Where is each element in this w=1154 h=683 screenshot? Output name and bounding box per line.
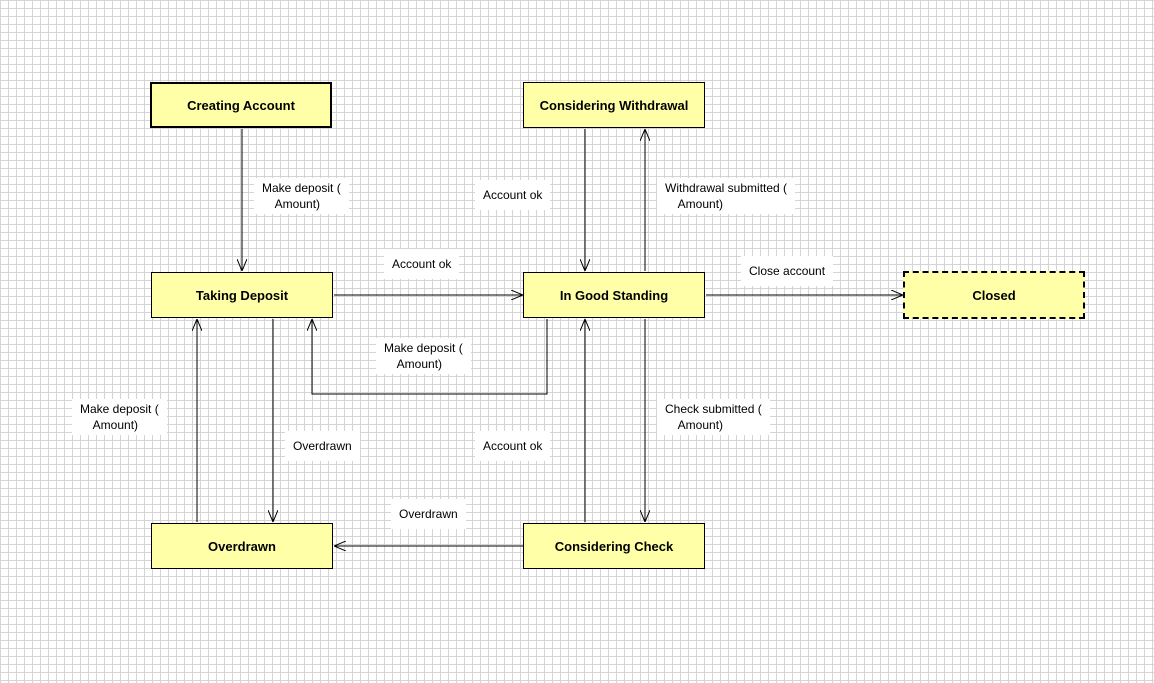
state-taking-deposit[interactable]: Taking Deposit bbox=[151, 272, 333, 318]
edge-good-to-taking bbox=[312, 319, 548, 395]
transition-label-good-to-withdrawal: Withdrawal submitted ( Amount) bbox=[657, 178, 796, 214]
state-label: In Good Standing bbox=[559, 287, 669, 303]
state-label: Closed bbox=[972, 287, 1016, 303]
transition-label-good-to-check: Check submitted ( Amount) bbox=[657, 399, 770, 435]
state-label: Considering Check bbox=[554, 538, 674, 554]
state-closed[interactable]: Closed bbox=[903, 271, 1085, 319]
state-in-good-standing[interactable]: In Good Standing bbox=[523, 272, 705, 318]
transition-label-creating-to-taking: Make deposit ( Amount) bbox=[254, 178, 349, 214]
transition-label-taking-to-overdrawn: Overdrawn bbox=[285, 431, 360, 461]
transition-label-good-to-taking: Make deposit ( Amount) bbox=[376, 338, 471, 374]
transition-label-check-to-overdrawn: Overdrawn bbox=[391, 499, 466, 529]
state-considering-check[interactable]: Considering Check bbox=[523, 523, 705, 569]
state-overdrawn[interactable]: Overdrawn bbox=[151, 523, 333, 569]
state-label: Creating Account bbox=[187, 97, 295, 113]
transition-label-withdrawal-to-good: Account ok bbox=[475, 180, 551, 210]
transition-label-check-to-good: Account ok bbox=[475, 431, 551, 461]
state-label: Overdrawn bbox=[208, 538, 276, 554]
state-creating-account[interactable]: Creating Account bbox=[150, 82, 332, 128]
state-label: Taking Deposit bbox=[195, 287, 289, 303]
transition-label-good-to-closed: Close account bbox=[741, 256, 834, 286]
transition-label-taking-to-good: Account ok bbox=[384, 249, 460, 279]
state-considering-withdrawal[interactable]: Considering Withdrawal bbox=[523, 82, 705, 128]
state-label: Considering Withdrawal bbox=[539, 97, 689, 113]
transition-label-overdrawn-to-taking: Make deposit ( Amount) bbox=[72, 399, 167, 435]
